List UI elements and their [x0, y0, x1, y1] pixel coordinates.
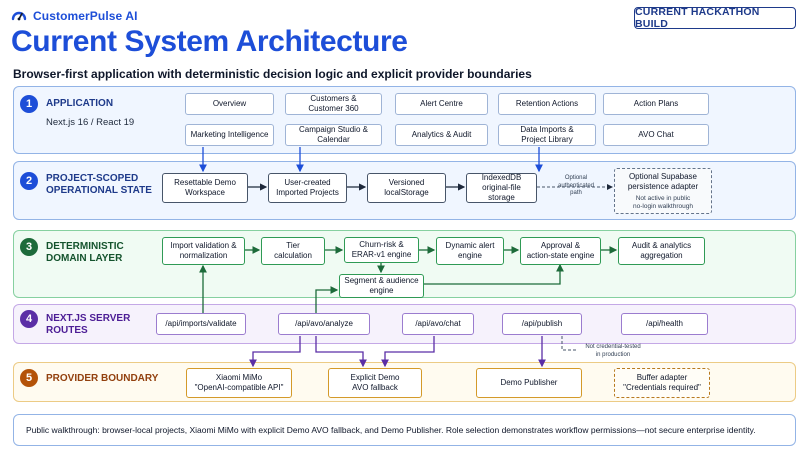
- layer-label-application: APPLICATION: [46, 98, 114, 109]
- module-customers: Customers & Customer 360: [285, 93, 382, 115]
- layer-number-2: 2: [20, 172, 38, 190]
- domain-churn-risk-engine: Churn-risk & ERAR-v1 engine: [344, 237, 419, 263]
- layer-number-5: 5: [20, 369, 38, 387]
- layer-label-domain: DETERMINISTIC DOMAIN LAYER: [46, 241, 124, 264]
- route-avo-chat: /api/avo/chat: [402, 313, 474, 335]
- state-supabase-adapter: Optional Supabase persistence adapter No…: [614, 168, 712, 214]
- module-retention-actions: Retention Actions: [498, 93, 596, 115]
- route-imports-validate: /api/imports/validate: [156, 313, 246, 335]
- layer-number-1: 1: [20, 95, 38, 113]
- module-avo-chat: AVO Chat: [603, 124, 709, 146]
- publish-route-note: Not credential-tested in production: [585, 344, 641, 358]
- state-indexeddb: IndexedDB original-file storage: [466, 173, 537, 203]
- layer-sub-application: Next.js 16 / React 19: [46, 117, 135, 128]
- domain-segment-engine: Segment & audience engine: [339, 274, 424, 298]
- module-overview: Overview: [185, 93, 274, 115]
- module-analytics-audit: Analytics & Audit: [395, 124, 488, 146]
- optional-path-label: Optional authenticated path: [557, 175, 595, 196]
- domain-import-validation: Import validation & normalization: [162, 237, 245, 265]
- page-subtitle: Browser-first application with determini…: [13, 67, 532, 81]
- layer-label-provider: PROVIDER BOUNDARY: [46, 373, 159, 384]
- domain-dynamic-alert-engine: Dynamic alert engine: [436, 237, 504, 265]
- module-marketing-intelligence: Marketing Intelligence: [185, 124, 274, 146]
- provider-buffer-adapter: Buffer adapter "Credentials required": [614, 368, 710, 398]
- brand: CustomerPulse AI: [11, 8, 138, 24]
- provider-xiaomi-mimo: Xiaomi MiMo "OpenAI-compatible API": [186, 368, 292, 398]
- module-campaign-studio: Campaign Studio & Calendar: [285, 124, 382, 146]
- supabase-adapter-title: Optional Supabase persistence adapter: [627, 171, 699, 191]
- module-action-plans: Action Plans: [603, 93, 709, 115]
- provider-demo-avo-fallback: Explicit Demo AVO fallback: [328, 368, 422, 398]
- domain-audit-aggregation: Audit & analytics aggregation: [618, 237, 705, 265]
- module-data-imports: Data Imports & Project Library: [498, 124, 596, 146]
- state-localstorage: Versioned localStorage: [367, 173, 446, 203]
- build-badge: CURRENT HACKATHON BUILD: [634, 6, 796, 30]
- brand-name: CustomerPulse AI: [33, 9, 138, 23]
- gauge-icon: [11, 11, 27, 21]
- layer-number-4: 4: [20, 310, 38, 328]
- route-avo-analyze: /api/avo/analyze: [278, 313, 370, 335]
- layer-label-state: PROJECT-SCOPED OPERATIONAL STATE: [46, 173, 152, 196]
- state-imported-projects: User-created Imported Projects: [268, 173, 347, 203]
- module-alert-centre: Alert Centre: [395, 93, 488, 115]
- domain-approval-engine: Approval & action-state engine: [520, 237, 601, 265]
- domain-tier-calculation: Tier calculation: [261, 237, 325, 265]
- route-publish: /api/publish: [502, 313, 582, 335]
- state-demo-workspace: Resettable Demo Workspace: [162, 173, 248, 203]
- footer-note: Public walkthrough: browser-local projec…: [13, 414, 796, 446]
- supabase-adapter-note: Not active in public no-login walkthroug…: [633, 194, 693, 210]
- layer-label-routes: NEXT.JS SERVER ROUTES: [46, 313, 131, 336]
- provider-demo-publisher: Demo Publisher: [476, 368, 582, 398]
- page-title: Current System Architecture: [11, 25, 408, 58]
- route-health: /api/health: [621, 313, 708, 335]
- layer-number-3: 3: [20, 238, 38, 256]
